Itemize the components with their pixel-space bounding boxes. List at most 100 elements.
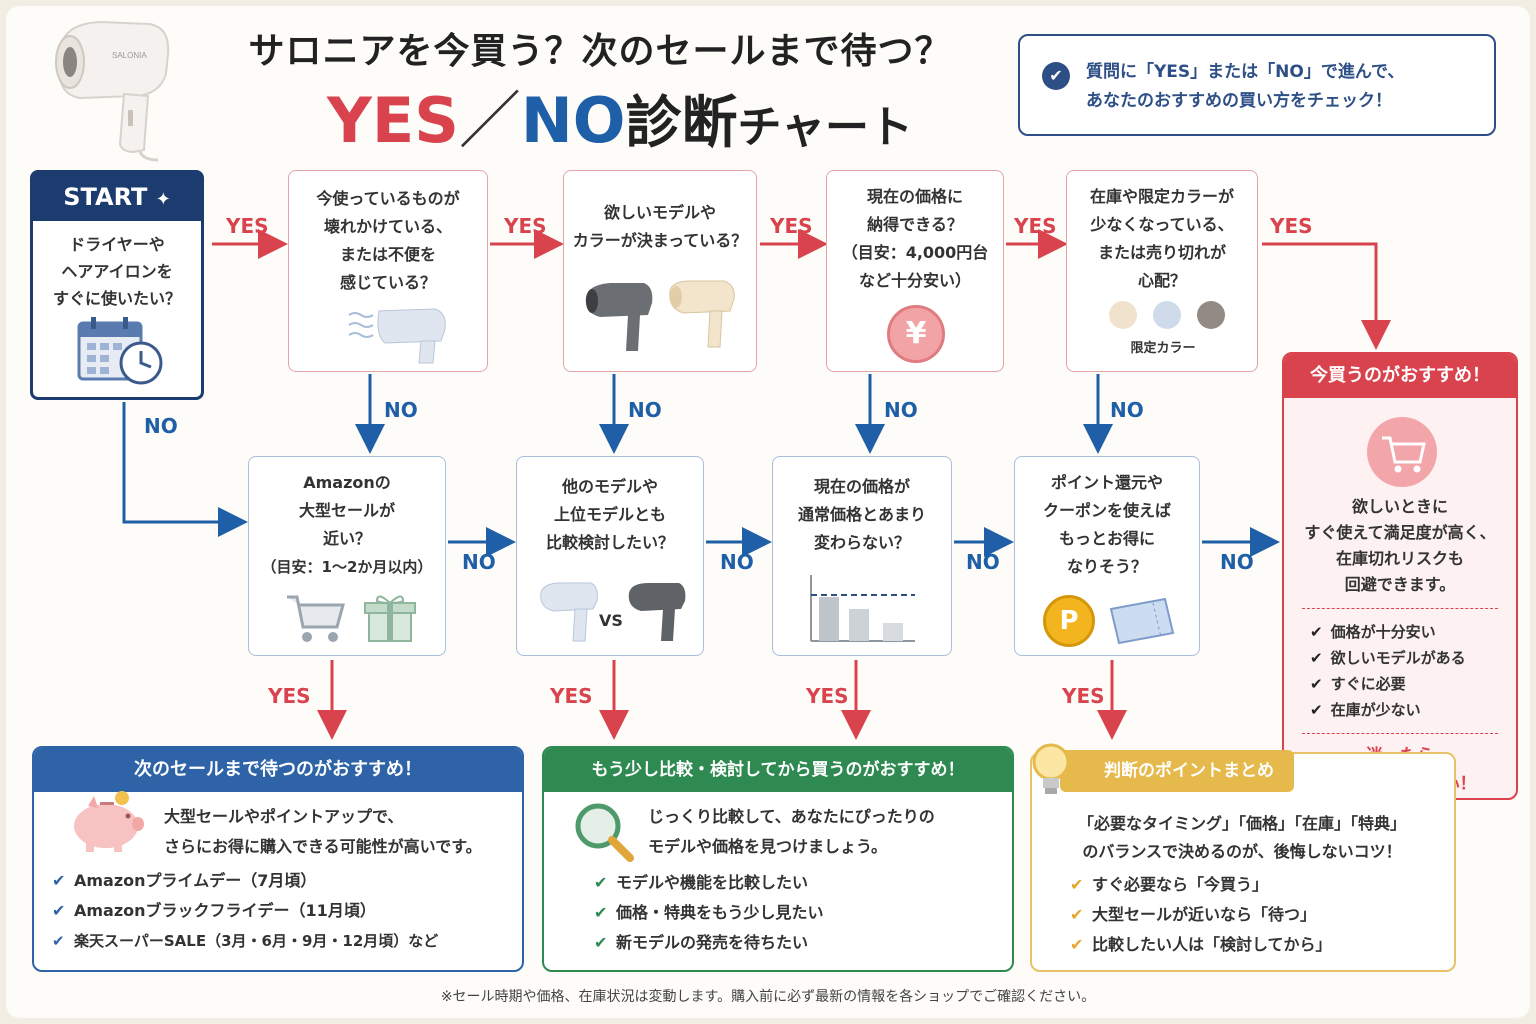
result-compare: もう少し比較・検討してから買うのがおすすめ！ じっくり比較して、あなたにぴったり…: [542, 746, 1014, 972]
no-label: NO: [1220, 550, 1254, 574]
question-line: なりそう？: [1066, 557, 1147, 576]
question-line: （目安：4,000円台: [841, 243, 989, 262]
summary-title: 判断のポイントまとめ: [1060, 750, 1294, 792]
check-icon: ✔: [1070, 905, 1084, 924]
buy-now-line: 在庫切れリスクも: [1335, 549, 1464, 568]
magnifier-icon: [575, 803, 634, 862]
buy-now-check: 価格が十分安い: [1310, 619, 1516, 645]
compare-check: ✔ 価格・特典をもう少し見たい: [594, 898, 824, 928]
color-swatch-beige: [1109, 301, 1137, 329]
question-model-decided: 欲しいモデルや カラーが決まっている？: [563, 170, 757, 372]
question-price-ok: 現在の価格に 納得できる？ （目安：4,000円台 など十分安い） ¥: [826, 170, 1004, 372]
question-compare: 他のモデルや 上位モデルとも 比較検討したい？ VS: [516, 456, 704, 656]
color-swatch-blue: [1153, 301, 1181, 329]
result-wait-sale: 次のセールまで待つのがおすすめ！ 大型セールやポイントアップで、 さらにお得に購…: [32, 746, 524, 972]
wait-title: 次のセールまで待つのがおすすめ！: [34, 748, 522, 792]
main-title: YES／NO診断チャート: [260, 70, 980, 160]
start-label: START: [63, 183, 148, 211]
footer-note: ※セール時期や価格、在庫状況は変動します。購入前に必ず最新の情報を各ショップでご…: [440, 989, 1096, 1005]
question-line: 上位モデルとも: [553, 505, 666, 524]
summary-check: ✔ 大型セールが近いなら「待つ」: [1070, 900, 1332, 930]
start-line: ドライヤーや: [69, 235, 165, 254]
check-icon: ✔: [594, 903, 608, 922]
yes-label: YES: [770, 214, 813, 238]
summary-check-label: すぐ必要なら「今買う」: [1092, 875, 1269, 894]
summary-check: ✔ すぐ必要なら「今買う」: [1070, 870, 1332, 900]
no-label: NO: [720, 550, 754, 574]
calendar-clock-icon: [77, 317, 163, 385]
yen-coin-icon: ¥: [887, 305, 945, 363]
check-icon: ✔: [1070, 875, 1084, 894]
question-line: クーポンを使えば: [1042, 501, 1171, 520]
yes-label: YES: [268, 684, 311, 708]
vs-label: VS: [599, 611, 623, 630]
no-label: NO: [966, 550, 1000, 574]
yes-label: YES: [806, 684, 849, 708]
coupon-icon: [1109, 597, 1175, 645]
title-no: NO: [520, 84, 626, 157]
yes-label: YES: [1014, 214, 1057, 238]
yes-label: YES: [550, 684, 593, 708]
compare-desc-2: モデルや価格を見つけましょう。: [648, 837, 888, 856]
wait-check: ✔Amazonブラックフライデー（11月頃）: [52, 896, 438, 926]
summary-box: 判断のポイントまとめ 「必要なタイミング」「価格」「在庫」「特典」 のバランスで…: [1030, 743, 1456, 972]
question-line: 欲しいモデルや: [603, 203, 716, 222]
title-chart: チャート: [737, 102, 914, 153]
title-question: サロニアを今買う？次のセールまで待つ？: [248, 31, 952, 72]
question-line: 納得できる？: [867, 215, 963, 234]
hair-dryer-icon: SALONIA: [55, 20, 170, 162]
question-line: 今使っているものが: [316, 189, 460, 208]
hair-dryer-icon: [348, 308, 446, 364]
wait-check-label: 楽天スーパーSALE（3月・6月・9月・12月頃）など: [74, 932, 439, 950]
yes-label: YES: [226, 214, 269, 238]
gift-icon: [364, 595, 416, 642]
summary-check-label: 大型セールが近いなら「待つ」: [1092, 905, 1317, 924]
question-line: 現在の価格が: [813, 477, 910, 496]
start-node: START ✦ ドライヤーや ヘアアイロンを すぐに使いたい？: [30, 170, 204, 400]
check-icon: ✔: [52, 871, 66, 890]
no-label: NO: [1110, 398, 1144, 422]
summary-desc-1: 「必要なタイミング」「価格」「在庫」「特典」: [1077, 814, 1406, 833]
check-icon: ✔: [52, 932, 65, 950]
title-slash: ／: [458, 84, 521, 157]
question-broken: 今使っているものが 壊れかけている、 または不便を 感じている？: [288, 170, 488, 372]
question-stock: 在庫や限定カラーが 少なくなっている、 または売り切れが 心配？ 限定カラー: [1066, 170, 1258, 372]
start-line: すぐに使いたい？: [52, 289, 181, 308]
point-coin-icon: P: [1043, 595, 1095, 647]
divider: [1302, 733, 1498, 734]
piggy-bank-icon: [74, 791, 144, 852]
compare-check-label: 価格・特典をもう少し見たい: [616, 903, 824, 922]
question-line: または売り切れが: [1097, 243, 1226, 262]
cart-icon: [287, 595, 345, 642]
limited-color-caption: 限定カラー: [1130, 341, 1196, 356]
start-header: START ✦: [33, 173, 201, 221]
no-label: NO: [628, 398, 662, 422]
no-label: NO: [884, 398, 918, 422]
question-line: 比較検討したい？: [545, 533, 674, 552]
summary-desc-2: のバランスで決めるのが、後悔しないコツ！: [1082, 842, 1402, 861]
question-line: 少なくなっている、: [1090, 215, 1234, 234]
question-line: （目安：1〜2か月以内）: [261, 558, 433, 576]
compare-check: ✔モデルや機能を比較したい: [594, 868, 824, 898]
cart-icon: [1367, 417, 1437, 487]
summary-check: ✔比較したい人は「検討してから」: [1070, 930, 1332, 960]
buy-now-title: 今買うのがおすすめ！: [1284, 354, 1516, 398]
question-line: など十分安い）: [858, 271, 971, 290]
question-line: 変わらない？: [813, 533, 910, 552]
buy-now-line: 回避できます。: [1344, 575, 1456, 594]
yes-label: YES: [504, 214, 547, 238]
check-icon: ✔: [52, 901, 66, 920]
question-sale-near: Amazonの 大型セールが 近い？ （目安：1〜2か月以内）: [248, 456, 446, 656]
divider: [1302, 608, 1498, 609]
wait-desc-1: 大型セールやポイントアップで、: [164, 807, 404, 826]
question-line: または不便を: [339, 245, 436, 264]
no-label: NO: [144, 414, 178, 438]
question-line: 心配？: [1137, 271, 1186, 290]
compare-title: もう少し比較・検討してから買うのがおすすめ！: [544, 748, 1012, 792]
buy-now-check: すぐに必要: [1310, 671, 1516, 697]
yes-label: YES: [1270, 214, 1313, 238]
check-icon: ✔: [1042, 62, 1070, 90]
wait-check: ✔ 楽天スーパーSALE（3月・6月・9月・12月頃）など: [52, 926, 438, 956]
question-line: 他のモデルや: [561, 477, 658, 496]
question-price-unchanged: 現在の価格が 通常価格とあまり 変わらない？: [772, 456, 952, 656]
